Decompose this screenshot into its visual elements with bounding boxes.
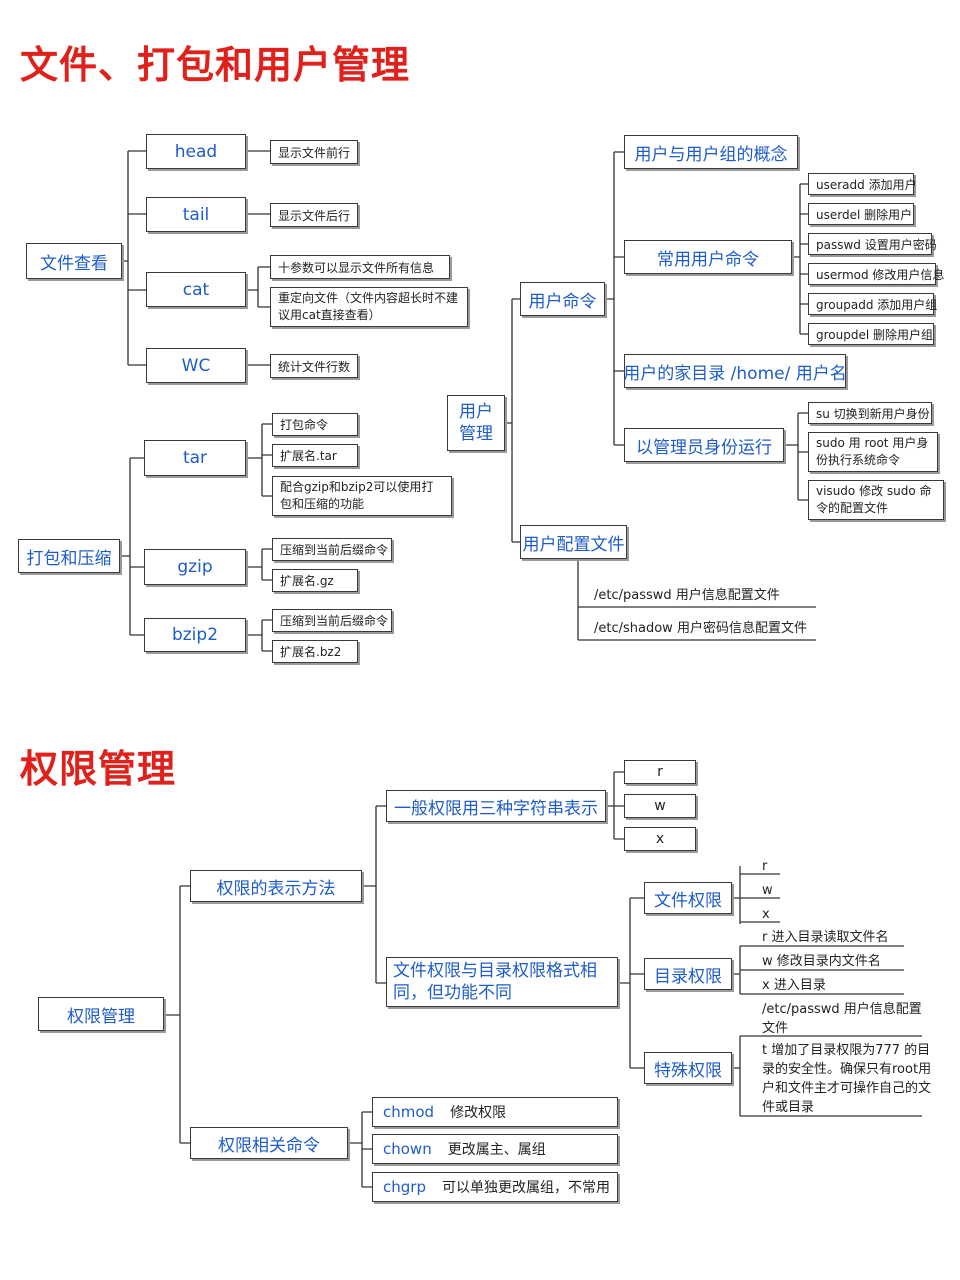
leaf-gzip-desc2: 扩展名.gz [272,569,358,592]
leaf-groupdel: groupdel 删除用户组 [808,323,934,345]
node-wc: WC [146,348,246,383]
node-permission-cmds: 权限相关命令 [190,1127,348,1159]
cmd-chmod-desc: 修改权限 [450,1105,507,1121]
leaf-usermod: usermod 修改用户信息 [808,263,944,285]
text-file-w: w [762,883,773,898]
section-title-permission: 权限管理 [20,747,177,791]
text-file-x: x [762,907,770,922]
leaf-x: x [624,827,696,851]
leaf-gzip-desc1: 压缩到当前后缀命令 [272,538,392,561]
node-run-as-admin: 以管理员身份运行 [624,428,784,462]
leaf-groupadd: groupadd 添加用户组 [808,293,937,315]
leaf-tar-desc3: 配合gzip和bzip2可以使用打包和压缩的功能 [272,476,452,516]
node-head: head [146,134,246,169]
leaf-visudo: visudo 修改 sudo 命令的配置文件 [808,480,944,520]
node-file-dir-diff: 文件权限与目录权限格式相同，但功能不同 [386,957,618,1007]
cmd-chgrp-name: chgrp [383,1178,426,1196]
text-special-t: t 增加了目录权限为777 的目录的安全性。确保只有root用户和文件主才可操作… [762,1043,932,1115]
node-special-permission: 特殊权限 [644,1052,732,1084]
text-etc-shadow: /etc/shadow 用户密码信息配置文件 [594,621,807,636]
leaf-r: r [624,760,696,784]
node-tail: tail [146,197,246,232]
text-dir-r: r 进入目录读取文件名 [762,930,889,945]
cmd-chmod: chmod 修改权限 [372,1097,618,1127]
leaf-sudo: sudo 用 root 用户身份执行系统命令 [808,432,938,472]
node-user-mgmt: 用户管理 [447,395,505,451]
node-permission-mgmt: 权限管理 [38,997,164,1031]
node-file-permission: 文件权限 [644,882,732,914]
cmd-chown: chown 更改属主、属组 [372,1134,618,1164]
node-common-user-cmd: 常用用户命令 [624,240,792,274]
node-user-concept: 用户与用户组的概念 [624,135,798,169]
node-bzip2: bzip2 [144,618,246,652]
cmd-chown-desc: 更改属主、属组 [447,1142,546,1158]
leaf-head-desc: 显示文件前行 [270,140,358,164]
node-file-view: 文件查看 [26,243,122,279]
leaf-tail-desc: 显示文件后行 [270,203,358,227]
leaf-userdel: userdel 删除用户 [808,203,914,225]
node-home-dir: 用户的家目录 /home/ 用户名 [623,354,847,388]
leaf-bzip2-desc2: 扩展名.bz2 [272,640,358,663]
leaf-useradd: useradd 添加用户 [808,173,917,195]
text-dir-x: x 进入目录 [762,978,826,993]
cmd-chown-name: chown [383,1140,432,1158]
node-general-permission: 一般权限用三种字符串表示 [386,790,606,822]
text-dir-w: w 修改目录内文件名 [762,954,881,969]
node-tar: tar [144,440,246,476]
leaf-w: w [624,794,696,818]
node-permission-repr: 权限的表示方法 [190,870,362,902]
cmd-chgrp-desc: 可以单独更改属组，不常用 [441,1180,610,1196]
cmd-chgrp: chgrp 可以单独更改属组，不常用 [372,1172,618,1202]
node-gzip: gzip [144,549,246,585]
node-dir-permission: 目录权限 [644,958,732,990]
node-user-config: 用户配置文件 [520,525,627,559]
leaf-wc-desc: 统计文件行数 [270,354,358,378]
cmd-chmod-name: chmod [383,1103,435,1121]
text-special-passwd: /etc/passwd 用户信息配置文件 [762,1002,922,1036]
leaf-passwd: passwd 设置用户密码 [808,233,937,255]
leaf-tar-desc2: 扩展名.tar [272,444,358,467]
text-etc-passwd: /etc/passwd 用户信息配置文件 [594,588,780,603]
text-file-r: r [762,859,768,874]
leaf-bzip2-desc1: 压缩到当前后缀命令 [272,609,392,632]
leaf-tar-desc1: 打包命令 [272,413,358,436]
section-title-files: 文件、打包和用户管理 [20,43,411,87]
node-packing: 打包和压缩 [18,539,120,573]
node-user-cmd: 用户命令 [520,282,605,316]
node-cat: cat [146,272,246,307]
leaf-cat-desc2: 重定向文件（文件内容超长时不建议用cat直接查看） [270,287,468,327]
leaf-cat-desc1: 十参数可以显示文件所有信息 [270,255,450,279]
leaf-su: su 切换到新用户身份 [808,402,932,424]
